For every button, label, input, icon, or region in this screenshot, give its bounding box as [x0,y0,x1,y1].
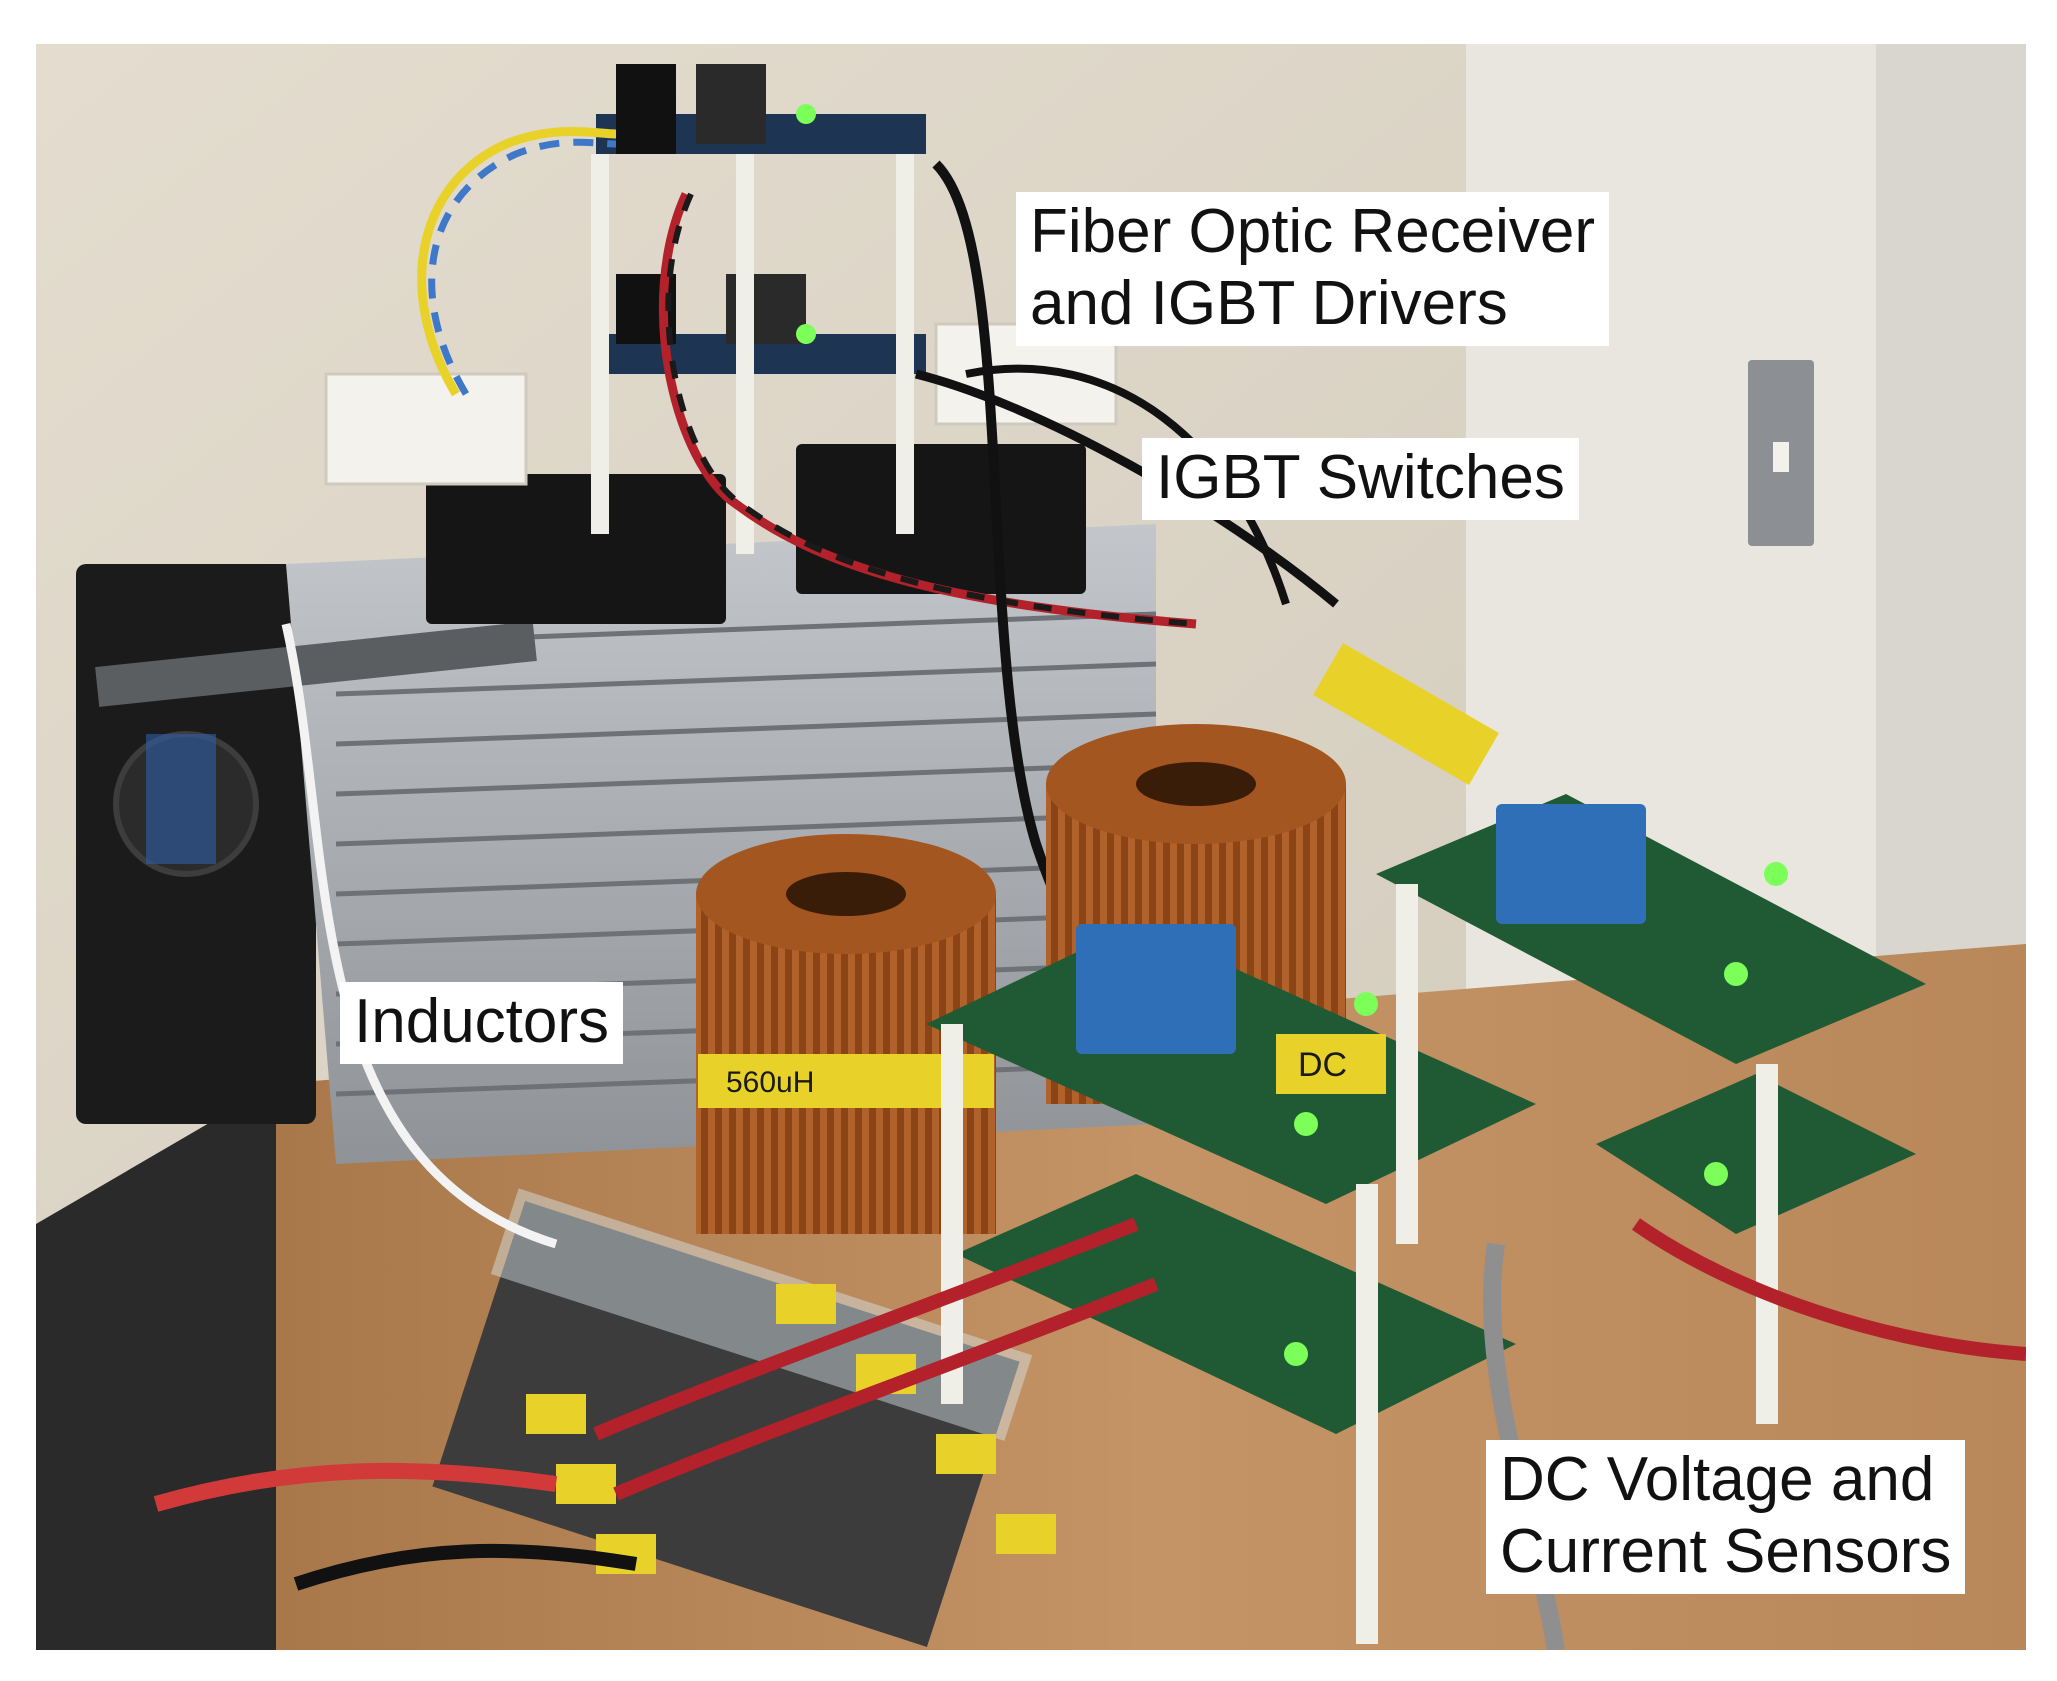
igbt-module-right [796,444,1086,594]
fan-bracket [95,621,537,707]
snubber-capacitor-left [324,372,528,486]
label-dc-sensors-line1: DC Voltage and [1500,1445,1935,1514]
label-inductors: Inductors [340,982,624,1064]
label-fiber-optic-receiver: Fiber Optic Receiver and IGBT Drivers [1016,192,1610,346]
driver-led-bottom [796,324,816,344]
inductor-tag-text: 560uH [726,1066,814,1099]
label-fiber-optic-line1: Fiber Optic Receiver [1030,197,1596,266]
twisted-wire-blue-yellow [417,127,617,397]
board-tag-front: DC [1298,1046,1347,1084]
label-igbt-switches-text: IGBT Switches [1156,443,1565,512]
sensor-led-6 [1704,1162,1728,1186]
label-inductors-text: Inductors [354,987,610,1056]
terminal-lugs [526,1284,1056,1574]
sensor-led-3 [1284,1342,1308,1366]
sensor-led-5 [1724,962,1748,986]
terminal-block [432,1200,1020,1648]
igbt-module-left [426,474,726,624]
sensor-led-2 [1294,1112,1318,1136]
sensor-block-back [1496,804,1646,924]
label-dc-sensors-line2: Current Sensors [1500,1517,1952,1586]
label-igbt-switches: IGBT Switches [1142,438,1579,520]
label-dc-sensors: DC Voltage and Current Sensors [1486,1440,1966,1594]
sensor-led-1 [1354,992,1378,1016]
sensor-block-front [1076,924,1236,1054]
yellow-tape [1313,643,1499,785]
label-fiber-optic-line2: and IGBT Drivers [1030,269,1508,338]
driver-led-top [796,104,816,124]
sensor-led-4 [1764,862,1788,886]
light-switch-toggle [1773,442,1789,472]
red-power-wire-1 [593,1217,1139,1441]
